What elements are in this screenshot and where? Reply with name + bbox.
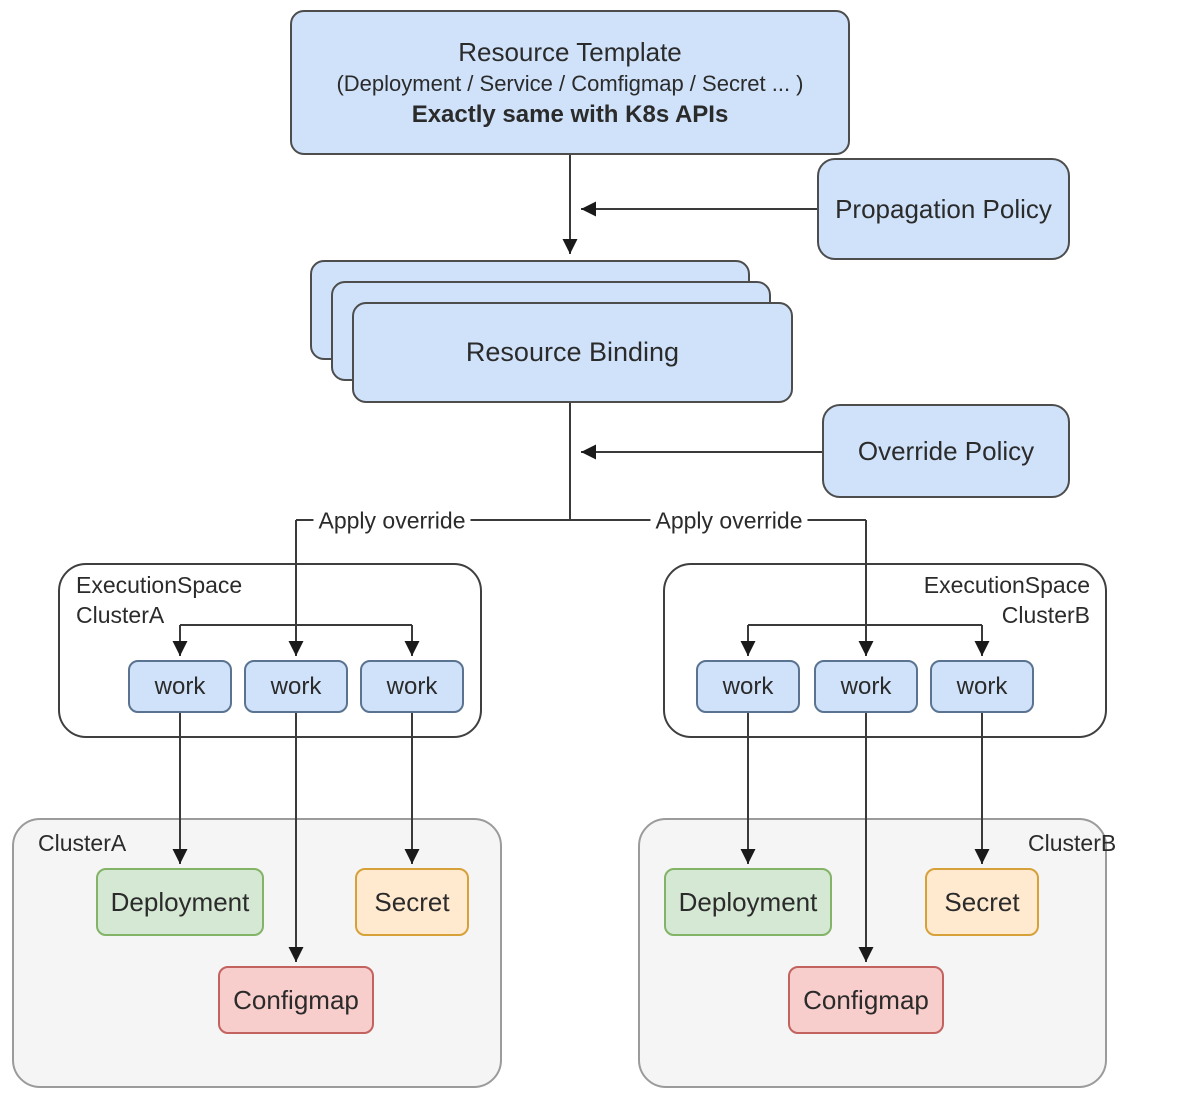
secret-node-clusterA: Secret bbox=[355, 868, 469, 936]
executionspace-cluster-name: ClusterA bbox=[76, 601, 165, 628]
clusterA-container bbox=[12, 818, 502, 1088]
resource-binding-node: Resource Binding bbox=[352, 302, 793, 403]
work-node-a3: work bbox=[360, 660, 464, 713]
work-node-b1: work bbox=[696, 660, 800, 713]
resource-template-title: Resource Template bbox=[458, 36, 682, 67]
clusterA-name: ClusterA bbox=[38, 830, 127, 856]
executionspace-clusterB-label: ExecutionSpace ClusterB bbox=[924, 571, 1090, 631]
configmap-node-clusterB: Configmap bbox=[788, 966, 944, 1034]
override-policy-node: Override Policy bbox=[822, 404, 1070, 498]
apply-override-label-left: Apply override bbox=[313, 507, 471, 535]
deployment-node-clusterA: Deployment bbox=[96, 868, 264, 936]
executionspace-title: ExecutionSpace bbox=[76, 572, 243, 598]
secret-node-clusterB: Secret bbox=[925, 868, 1039, 936]
resource-template-node: Resource Template (Deployment / Service … bbox=[290, 10, 850, 155]
work-node-a1: work bbox=[128, 660, 232, 713]
propagation-policy-node: Propagation Policy bbox=[817, 158, 1070, 260]
work-node-b2: work bbox=[814, 660, 918, 713]
work-node-b3: work bbox=[930, 660, 1034, 713]
apply-override-label-right: Apply override bbox=[650, 507, 808, 535]
executionspace-title: ExecutionSpace bbox=[923, 572, 1090, 598]
clusterB-name: ClusterB bbox=[1028, 830, 1117, 856]
work-node-a2: work bbox=[244, 660, 348, 713]
executionspace-clusterA-label: ExecutionSpace ClusterA bbox=[76, 571, 242, 631]
executionspace-cluster-name: ClusterB bbox=[1001, 601, 1090, 628]
deployment-node-clusterB: Deployment bbox=[664, 868, 832, 936]
clusterB-container bbox=[638, 818, 1107, 1088]
configmap-node-clusterA: Configmap bbox=[218, 966, 374, 1034]
resource-template-note: Exactly same with K8s APIs bbox=[411, 100, 729, 128]
resource-template-subtitle: (Deployment / Service / Comfigmap / Secr… bbox=[336, 71, 804, 96]
